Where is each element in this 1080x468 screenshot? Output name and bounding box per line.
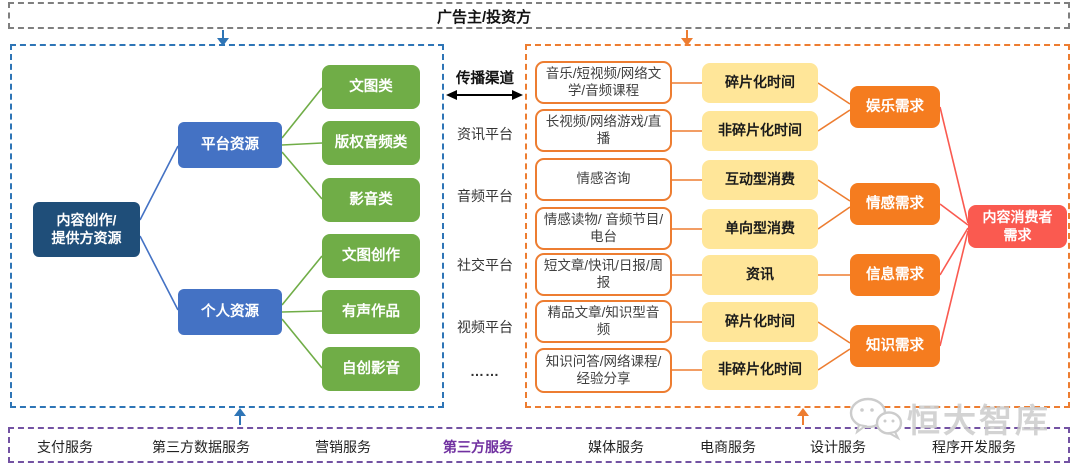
channel-ellipsis: …… bbox=[470, 363, 500, 379]
node-content-creation-root: 内容创作/ 提供方资源 bbox=[33, 202, 140, 257]
watermark: 恒大智库 bbox=[845, 394, 1051, 442]
node-leaf-text-creation: 文图创作 bbox=[322, 234, 420, 278]
need-box-knowledge: 知识需求 bbox=[850, 325, 940, 367]
content-box-short-articles: 短文章/快讯/日报/周报 bbox=[535, 253, 672, 296]
mode-box-fragmented-time-1: 碎片化时间 bbox=[702, 63, 818, 103]
service-marketing: 营销服务 bbox=[315, 439, 371, 455]
content-box-longvideo-games: 长视频/网络游戏/直播 bbox=[535, 109, 672, 152]
channel-video-platform: 视频平台 bbox=[457, 319, 513, 335]
channel-audio-platform: 音频平台 bbox=[457, 188, 513, 204]
node-leaf-audio-works: 有声作品 bbox=[322, 290, 420, 334]
content-box-emotion-reading: 情感读物/ 音频节目/电台 bbox=[535, 207, 672, 250]
channel-news-platform: 资讯平台 bbox=[457, 126, 513, 142]
root-line1: 内容创作/ bbox=[56, 212, 117, 228]
channel-social-platform: 社交平台 bbox=[457, 257, 513, 273]
need-box-information: 信息需求 bbox=[850, 254, 940, 296]
node-platform-resources: 平台资源 bbox=[178, 122, 282, 168]
consumer-line2: 需求 bbox=[1003, 226, 1032, 243]
content-box-knowledge-qa: 知识问答/网络课程/经验分享 bbox=[535, 348, 672, 393]
node-personal-resources: 个人资源 bbox=[178, 289, 282, 335]
watermark-label: 恒大智库 bbox=[907, 402, 1051, 439]
service-thirdparty-data: 第三方数据服务 bbox=[152, 439, 250, 455]
mode-box-interactive: 互动型消费 bbox=[702, 160, 818, 200]
mode-box-nonfragmented-time-2: 非碎片化时间 bbox=[702, 350, 818, 390]
need-box-emotion: 情感需求 bbox=[850, 183, 940, 225]
arrow-down-orange bbox=[681, 30, 693, 46]
mode-box-nonfragmented-time-1: 非碎片化时间 bbox=[702, 111, 818, 151]
node-leaf-licensed-audio: 版权音频类 bbox=[322, 121, 420, 165]
node-leaf-audio-video: 影音类 bbox=[322, 178, 420, 222]
wechat-icon bbox=[849, 397, 903, 441]
service-dev: 程序开发服务 bbox=[932, 439, 1016, 455]
service-design: 设计服务 bbox=[810, 439, 866, 455]
root-line2: 提供方资源 bbox=[51, 229, 122, 246]
double-arrow-black bbox=[446, 90, 523, 100]
content-box-emotion-consult: 情感咨询 bbox=[535, 158, 672, 201]
mode-box-news: 资讯 bbox=[702, 255, 818, 295]
service-media: 媒体服务 bbox=[588, 439, 644, 455]
arrow-up-orange bbox=[797, 408, 809, 425]
mode-box-fragmented-time-2: 碎片化时间 bbox=[702, 302, 818, 342]
third-party-services-panel bbox=[8, 427, 1070, 463]
service-ecommerce: 电商服务 bbox=[700, 439, 756, 455]
service-payment: 支付服务 bbox=[37, 439, 93, 455]
mode-box-one-way: 单向型消费 bbox=[702, 209, 818, 249]
advertiser-panel bbox=[8, 2, 1070, 29]
consumer-line1: 内容消费者 bbox=[982, 209, 1053, 225]
node-leaf-self-made-video: 自创影音 bbox=[322, 347, 420, 391]
content-supply-panel bbox=[10, 44, 444, 408]
service-thirdparty-title: 第三方服务 bbox=[443, 439, 513, 455]
arrow-up-blue bbox=[234, 408, 246, 425]
arrow-down-blue bbox=[217, 30, 229, 46]
node-consumer-demand: 内容消费者 需求 bbox=[968, 205, 1067, 248]
content-demand-panel bbox=[525, 44, 1070, 408]
need-box-entertainment: 娱乐需求 bbox=[850, 86, 940, 128]
advertiser-label: 广告主/投资方 bbox=[437, 9, 532, 26]
node-leaf-text-image: 文图类 bbox=[322, 65, 420, 109]
content-box-premium-articles: 精品文章/知识型音频 bbox=[535, 300, 672, 343]
channels-title: 传播渠道 bbox=[456, 71, 514, 87]
content-box-music-shortvideo: 音乐/短视频/网络文学/音频课程 bbox=[535, 61, 672, 104]
